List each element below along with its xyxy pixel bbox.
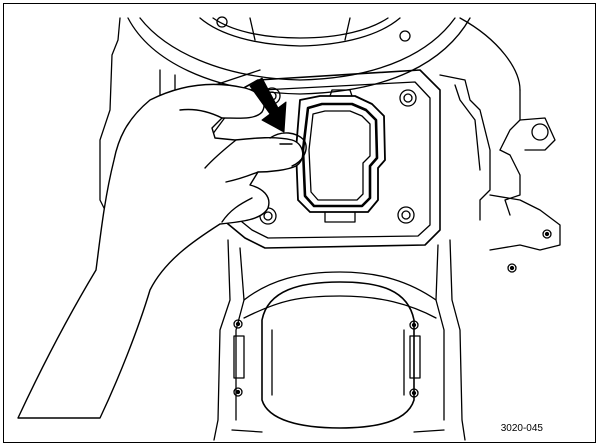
press-arrow-icon — [249, 77, 287, 133]
battery-cover — [295, 89, 386, 223]
upper-housing — [127, 16, 521, 151]
lower-chassis — [213, 239, 466, 441]
figure-code: 3020-045 — [500, 423, 543, 434]
hand-illustration — [17, 83, 307, 419]
